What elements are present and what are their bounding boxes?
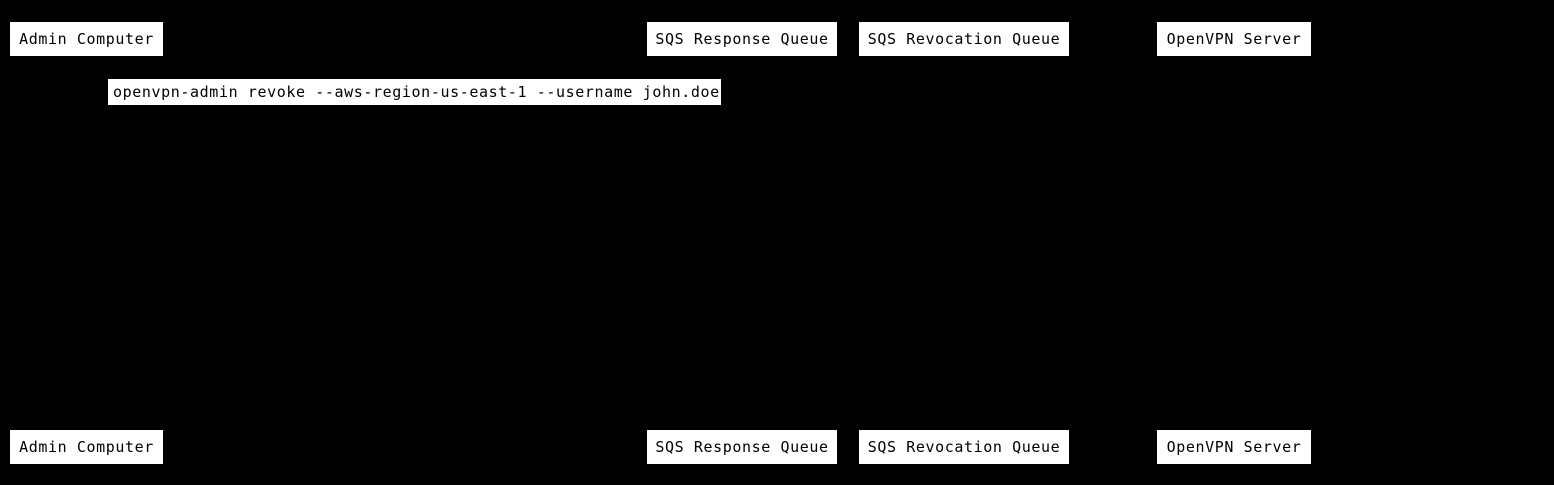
participant-bottom-admin-computer[interactable]: Admin Computer	[10, 430, 163, 464]
participant-top-admin-computer[interactable]: Admin Computer	[10, 22, 163, 56]
participant-bottom-openvpn-server[interactable]: OpenVPN Server	[1157, 430, 1311, 464]
lifeline-openvpn-server	[1234, 56, 1235, 430]
message-revoke-command[interactable]: openvpn-admin revoke --aws-region-us-eas…	[108, 79, 721, 105]
lifeline-admin-computer	[86, 56, 87, 430]
lifeline-sqs-revocation-queue	[964, 56, 965, 430]
lifeline-sqs-response-queue	[742, 56, 743, 430]
participant-top-sqs-response-queue[interactable]: SQS Response Queue	[647, 22, 837, 56]
participant-top-openvpn-server[interactable]: OpenVPN Server	[1157, 22, 1311, 56]
participant-bottom-sqs-revocation-queue[interactable]: SQS Revocation Queue	[859, 430, 1069, 464]
participant-top-sqs-revocation-queue[interactable]: SQS Revocation Queue	[859, 22, 1069, 56]
participant-bottom-sqs-response-queue[interactable]: SQS Response Queue	[647, 430, 837, 464]
